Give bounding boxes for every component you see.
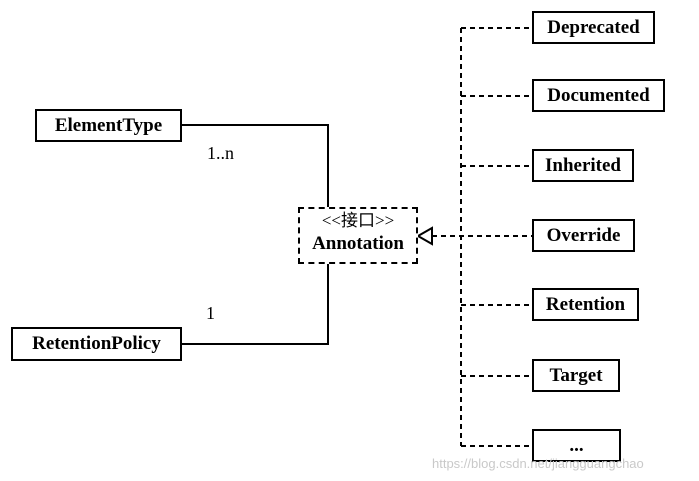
retentionpolicy-class-box: RetentionPolicy xyxy=(11,327,182,361)
retentionpolicy-label: RetentionPolicy xyxy=(32,333,161,354)
interface-name: Annotation xyxy=(312,233,404,254)
elementtype-label: ElementType xyxy=(54,114,163,136)
impl-class-label: Inherited xyxy=(545,154,621,176)
impl-class-box-ellipsis: ... xyxy=(532,429,621,462)
impl-class-label: Documented xyxy=(547,84,650,106)
impl-class-box-override: Override xyxy=(532,219,635,252)
impl-class-box-inherited: Inherited xyxy=(532,149,634,182)
realization-arrowhead xyxy=(415,226,433,246)
impl-class-box-deprecated: Deprecated xyxy=(532,11,655,44)
impl-class-label: Deprecated xyxy=(547,16,640,38)
association-line-retentionpolicy xyxy=(182,264,329,345)
impl-class-box-documented: Documented xyxy=(532,79,665,112)
impl-class-label: Override xyxy=(546,224,621,246)
impl-class-box-target: Target xyxy=(532,359,620,392)
watermark: https://blog.csdn.net/jiangguangchao xyxy=(432,456,644,471)
multiplicity-elementtype: 1..n xyxy=(207,143,234,163)
impl-class-label: Target xyxy=(549,364,603,386)
multiplicity-retentionpolicy: 1 xyxy=(206,303,215,323)
annotation-interface-box: <<接口>> Annotation xyxy=(298,207,418,264)
impl-class-box-retention: Retention xyxy=(532,288,639,321)
impl-class-label: ... xyxy=(569,434,584,456)
elementtype-class-box: ElementType xyxy=(35,109,182,142)
association-line-elementtype xyxy=(182,124,329,207)
impl-class-label: Retention xyxy=(545,293,626,315)
interface-stereotype: <<接口>> xyxy=(321,211,395,230)
